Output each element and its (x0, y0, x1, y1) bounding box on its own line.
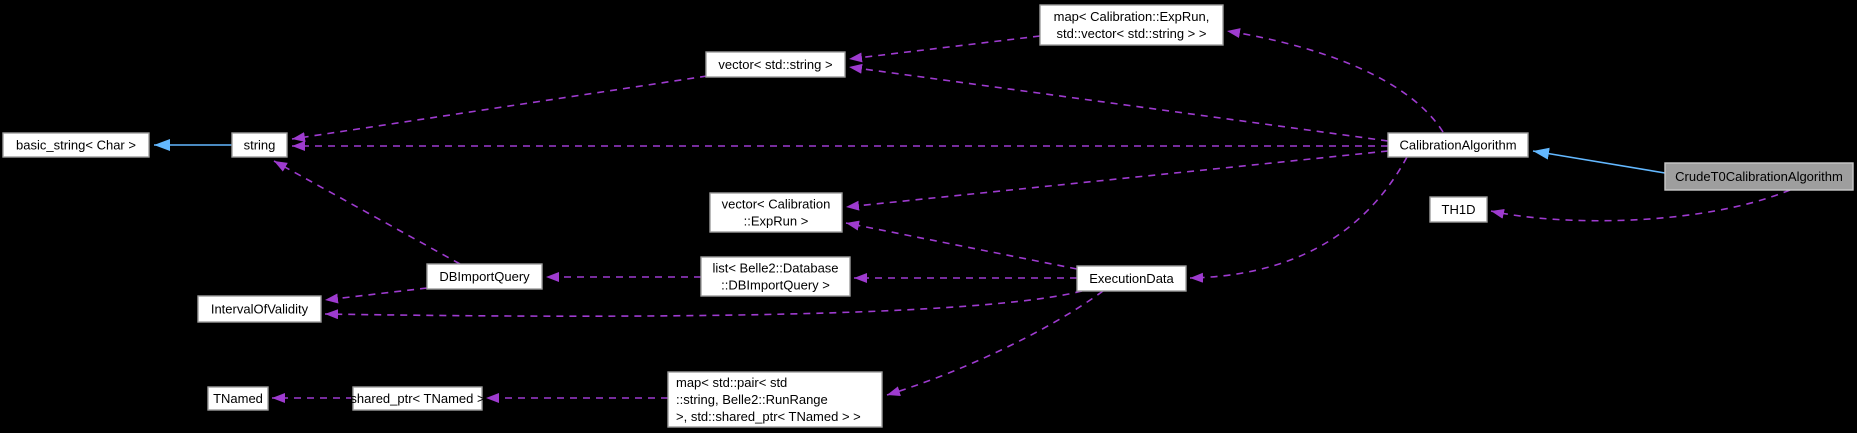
edges-layer (154, 28, 1791, 403)
node-dbimportquery[interactable]: DBImportQuery (426, 263, 543, 290)
edge-crude-t0-calibration-algorithm--th1d (1490, 189, 1791, 222)
node-label: IntervalOfValidity (211, 302, 309, 317)
node-box (197, 295, 322, 323)
nodes-layer: basic_string< Char > string vector< std::s… (2, 4, 1854, 428)
edge-crude-t0-calibration-algorithm--calibration-algorithm (1532, 147, 1666, 174)
node-calibration-algorithm[interactable]: CalibrationAlgorithm (1387, 132, 1529, 158)
node-box (705, 51, 846, 78)
node-label: TH1D (1442, 202, 1476, 217)
edge-execution-data--vector-calibration-exprun (845, 220, 1078, 270)
node-label: CrudeT0CalibrationAlgorithm (1675, 169, 1843, 184)
node-label: CalibrationAlgorithm (1399, 138, 1516, 153)
edge-dbimportquery--string (273, 160, 461, 265)
node-box (2, 132, 150, 158)
edge-map-exprun-vector-string--vector-std-string (848, 35, 1041, 63)
node-label: ::string, Belle2::RunRange (676, 392, 828, 407)
node-tnamed[interactable]: TNamed (207, 386, 269, 411)
node-map-pair-string-runrange-shared-ptr-tnamed[interactable]: map< std::pair< std::string, Belle2::Run… (667, 371, 883, 428)
node-interval-of-validity[interactable]: IntervalOfValidity (197, 295, 322, 323)
node-label: list< Belle2::Database (712, 261, 838, 276)
edge-execution-data--interval-of-validity (324, 290, 1083, 320)
node-map-exprun-vector-string[interactable]: map< Calibration::ExpRun,std::vector< st… (1039, 4, 1224, 46)
node-vector-calibration-exprun[interactable]: vector< Calibration::ExpRun > (709, 192, 843, 233)
node-box (1429, 196, 1488, 223)
node-box (231, 132, 288, 158)
node-crude-t0-calibration-algorithm[interactable]: CrudeT0CalibrationAlgorithm (1664, 162, 1854, 191)
node-box (352, 386, 483, 411)
node-box (1076, 265, 1187, 292)
node-label: DBImportQuery (439, 269, 530, 284)
edge-execution-data--map-pair-string-runrange-shared-ptr-tnamed (886, 290, 1104, 396)
edge-vector-std-string--string (291, 75, 708, 142)
node-label: std::vector< std::string > > (1057, 26, 1207, 41)
node-label: basic_string< Char > (16, 138, 136, 153)
node-label: ::ExpRun > (744, 214, 809, 229)
node-label: >, std::shared_ptr< TNamed > > (676, 409, 861, 424)
node-box (709, 192, 843, 233)
node-label: vector< std::string > (718, 57, 832, 72)
node-th1d[interactable]: TH1D (1429, 196, 1488, 223)
node-box (207, 386, 269, 411)
edge-dbimportquery--interval-of-validity (324, 287, 428, 304)
node-shared-ptr-tnamed[interactable]: shared_ptr< TNamed > (350, 386, 485, 411)
node-vector-std-string[interactable]: vector< std::string > (705, 51, 846, 78)
edge-calibration-algorithm--execution-data (1189, 156, 1408, 283)
node-label: string (244, 138, 276, 153)
node-basic-string[interactable]: basic_string< Char > (2, 132, 150, 158)
node-box (667, 371, 883, 428)
node-label: TNamed (213, 391, 263, 406)
node-label: ExecutionData (1089, 271, 1174, 286)
node-box (1039, 4, 1224, 46)
node-label: vector< Calibration (722, 197, 831, 212)
node-list-belle2-database-dbimportquery[interactable]: list< Belle2::Database::DBImportQuery > (700, 256, 851, 297)
node-box (426, 263, 543, 290)
node-label: map< std::pair< std (676, 375, 787, 390)
node-label: map< Calibration::ExpRun, (1054, 9, 1210, 24)
node-box (1387, 132, 1529, 158)
node-execution-data[interactable]: ExecutionData (1076, 265, 1187, 292)
node-label: ::DBImportQuery > (721, 278, 830, 293)
node-string[interactable]: string (231, 132, 288, 158)
node-label: shared_ptr< TNamed > (350, 391, 484, 406)
node-box (700, 256, 851, 297)
node-box (1664, 162, 1854, 191)
